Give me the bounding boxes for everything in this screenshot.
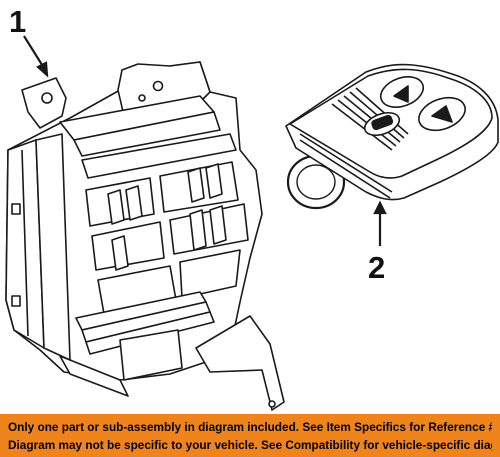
key-fob-remote [285,63,499,210]
lock-arrow-icon [431,105,453,123]
disclaimer-line-2: Diagram may not be specific to your vehi… [8,438,492,452]
disclaimer-line-1: Only one part or sub-assembly in diagram… [8,420,492,434]
unlock-arrow-icon [393,85,409,103]
panic-button-icon [371,114,394,131]
callout-number-2: 2 [368,250,386,285]
callout-number-1: 1 [9,4,27,39]
callout-2-leader [373,200,387,246]
parts-diagram [5,35,499,411]
disclaimer-banner: Only one part or sub-assembly in diagram… [0,414,500,457]
fuse-relay-box [5,61,285,411]
callout-1-leader [23,35,49,78]
